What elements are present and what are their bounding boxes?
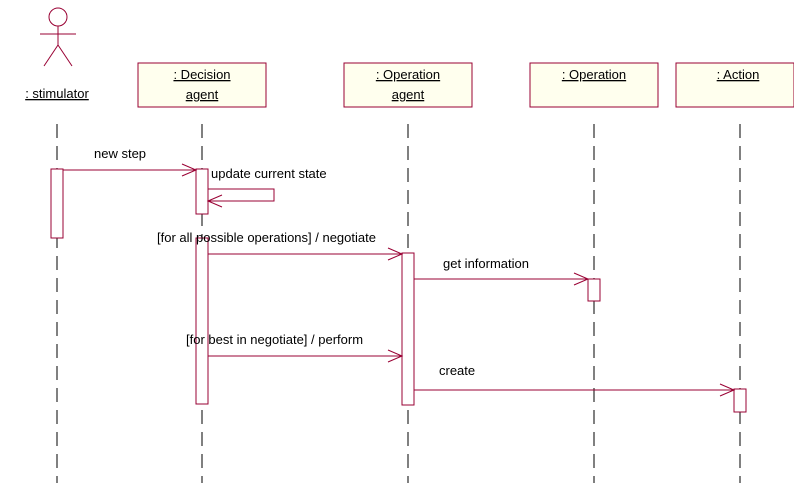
message-create [414, 383, 736, 397]
message-new-step [63, 163, 198, 177]
message-new-step-label: new step [94, 146, 146, 161]
message-update-current-state [206, 188, 275, 208]
participant-operation-label: : Operation [562, 67, 626, 82]
message-get-information-label: get information [443, 256, 529, 271]
participant-stimulator-label: : stimulator [25, 86, 89, 101]
message-perform [208, 349, 404, 363]
participant-action [675, 62, 794, 108]
activation-operation-agent [401, 252, 415, 406]
participant-action-label: : Action [717, 67, 760, 82]
participant-decision-agent-label: : Decision [173, 67, 230, 82]
message-create-label: create [439, 363, 475, 378]
activation-decision-agent-2 [195, 237, 209, 405]
participant-decision-agent [137, 62, 267, 108]
message-negotiate [208, 247, 404, 261]
message-update-current-state-label: update current state [211, 166, 327, 181]
participant-operation-agent-label-line2: agent [392, 87, 425, 102]
activation-action [733, 388, 747, 413]
participant-operation-agent [343, 62, 473, 108]
message-perform-label: [for best in negotiate] / perform [186, 332, 363, 347]
activation-decision-agent-1 [195, 168, 209, 215]
activation-stimulator [50, 168, 64, 239]
activation-operation [587, 278, 601, 302]
message-negotiate-label: [for all possible operations] / negotiat… [157, 230, 376, 245]
participant-decision-agent-label-line2: agent [186, 87, 219, 102]
message-get-information [414, 272, 590, 286]
participant-operation [529, 62, 659, 108]
participant-operation-agent-label: : Operation [376, 67, 440, 82]
stimulator-actor-icon [40, 7, 76, 67]
